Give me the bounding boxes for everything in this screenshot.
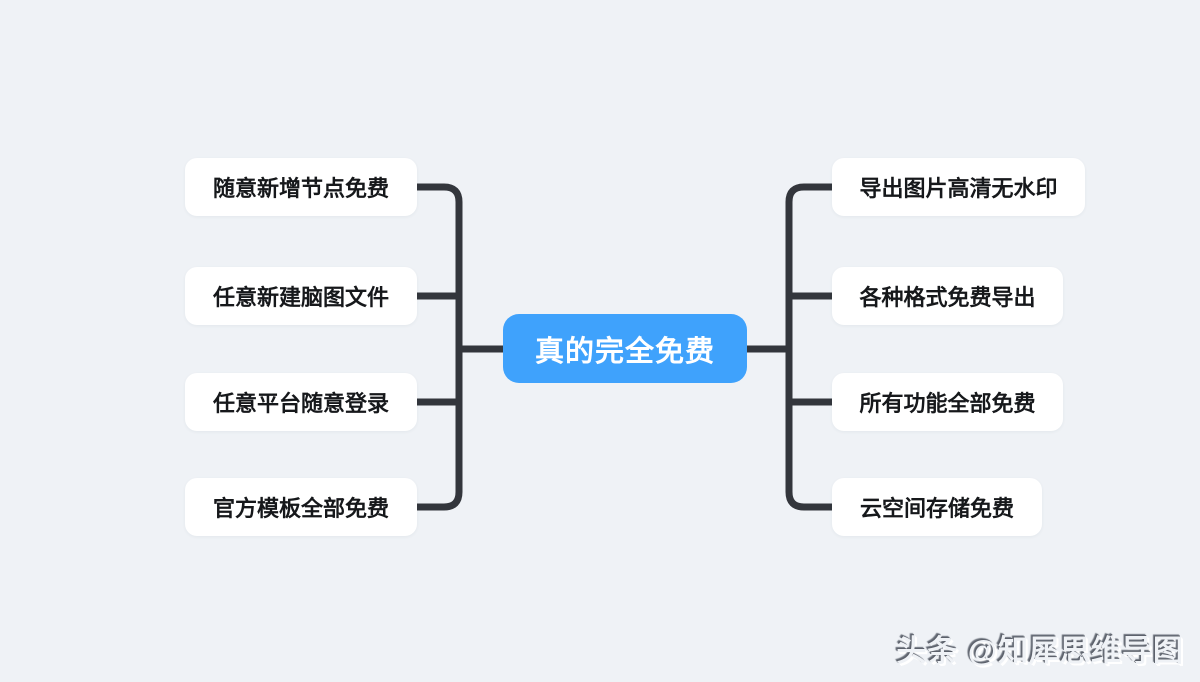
left-branch-node-3[interactable]: 任意平台随意登录 (185, 373, 417, 431)
left-branch-node-1[interactable]: 随意新增节点免费 (185, 158, 417, 216)
left-branch-node-2[interactable]: 任意新建脑图文件 (185, 267, 417, 325)
watermark-text: 头条 @知犀思维导图 (896, 635, 1184, 668)
left-branch-node-4[interactable]: 官方模板全部免费 (185, 478, 417, 536)
root-node[interactable]: 真的完全免费 (503, 314, 747, 383)
right-branch-node-3[interactable]: 所有功能全部免费 (832, 373, 1063, 431)
right-trunk-line (785, 183, 833, 511)
right-branch-node-2[interactable]: 各种格式免费导出 (832, 267, 1063, 325)
right-branch-node-4[interactable]: 云空间存储免费 (832, 478, 1042, 536)
right-branch-node-1[interactable]: 导出图片高清无水印 (832, 158, 1085, 216)
left-trunk-line (417, 183, 463, 511)
